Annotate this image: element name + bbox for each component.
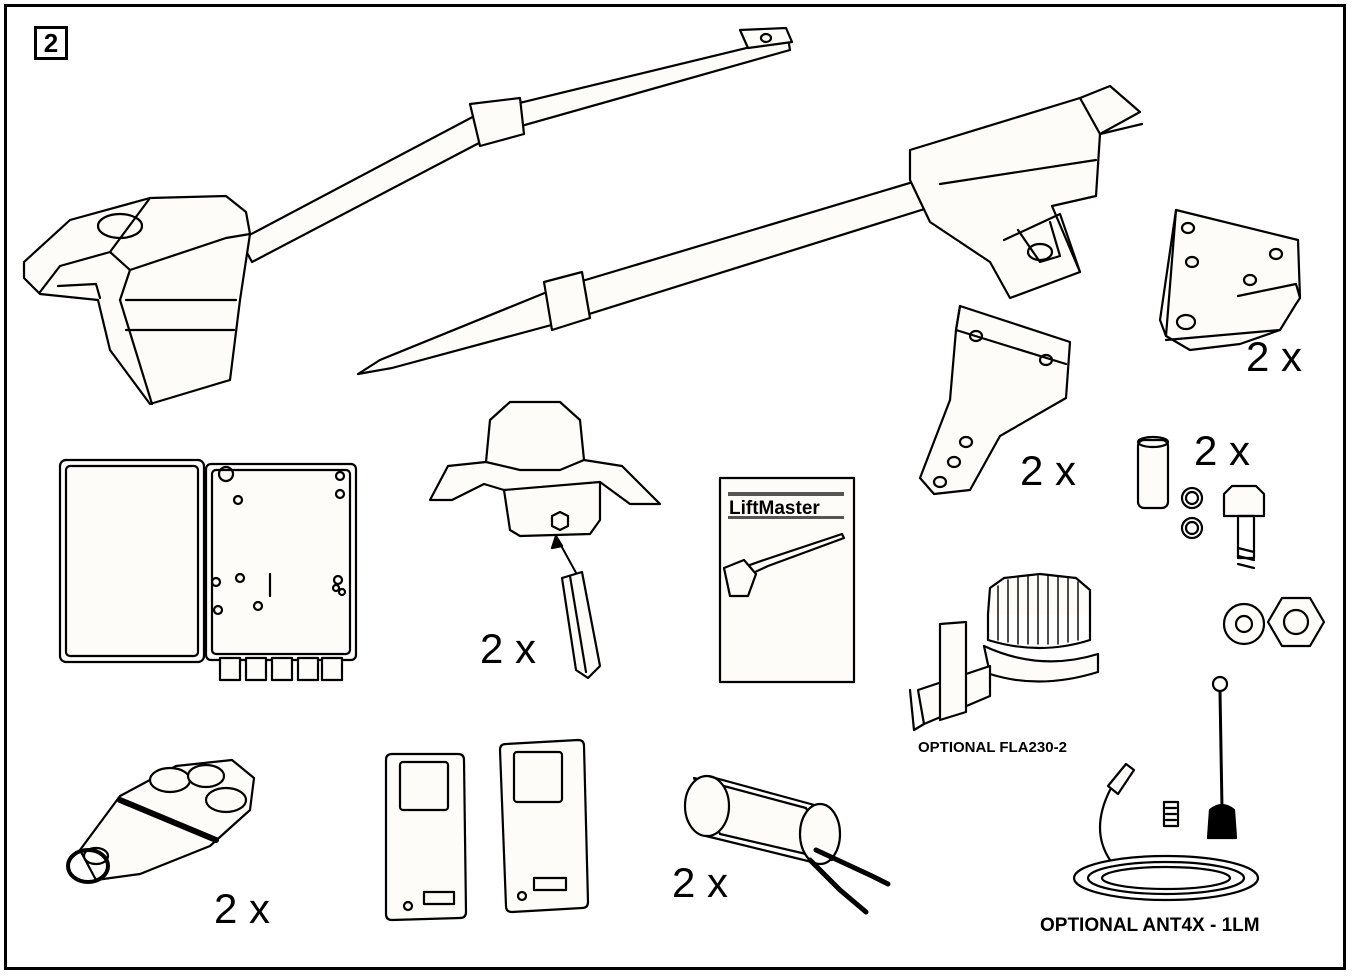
qty-pivot-bracket: 2 x	[1246, 333, 1303, 380]
capacitor	[683, 774, 891, 915]
qty-remote: 2 x	[214, 885, 271, 932]
control-box	[58, 458, 358, 682]
qty-pins-set: 2 x	[1194, 427, 1251, 474]
caption-flasher: OPTIONAL FLA230-2	[918, 739, 1067, 756]
brand-text: LiftMaster	[729, 498, 820, 519]
remote-transmitter	[66, 758, 256, 884]
figure-border	[4, 4, 1346, 970]
caption-antenna: OPTIONAL ANT4X - 1LM	[1040, 915, 1260, 936]
flasher-lamp	[908, 572, 1100, 732]
operator-arm-left	[22, 26, 794, 406]
pins-and-fasteners	[1136, 435, 1326, 648]
gate-bracket	[918, 304, 1072, 496]
qty-release-cover: 2 x	[480, 625, 537, 672]
photocell-pair	[384, 738, 590, 922]
release-cover	[428, 400, 662, 680]
pivot-bracket	[1158, 208, 1302, 352]
antenna-kit	[1072, 675, 1260, 902]
qty-capacitor: 2 x	[672, 859, 729, 906]
figure-number: 2	[34, 26, 68, 60]
manual-booklet	[718, 476, 856, 684]
qty-gate-bracket: 2 x	[1020, 447, 1077, 494]
operator-arm-right	[356, 84, 1144, 376]
